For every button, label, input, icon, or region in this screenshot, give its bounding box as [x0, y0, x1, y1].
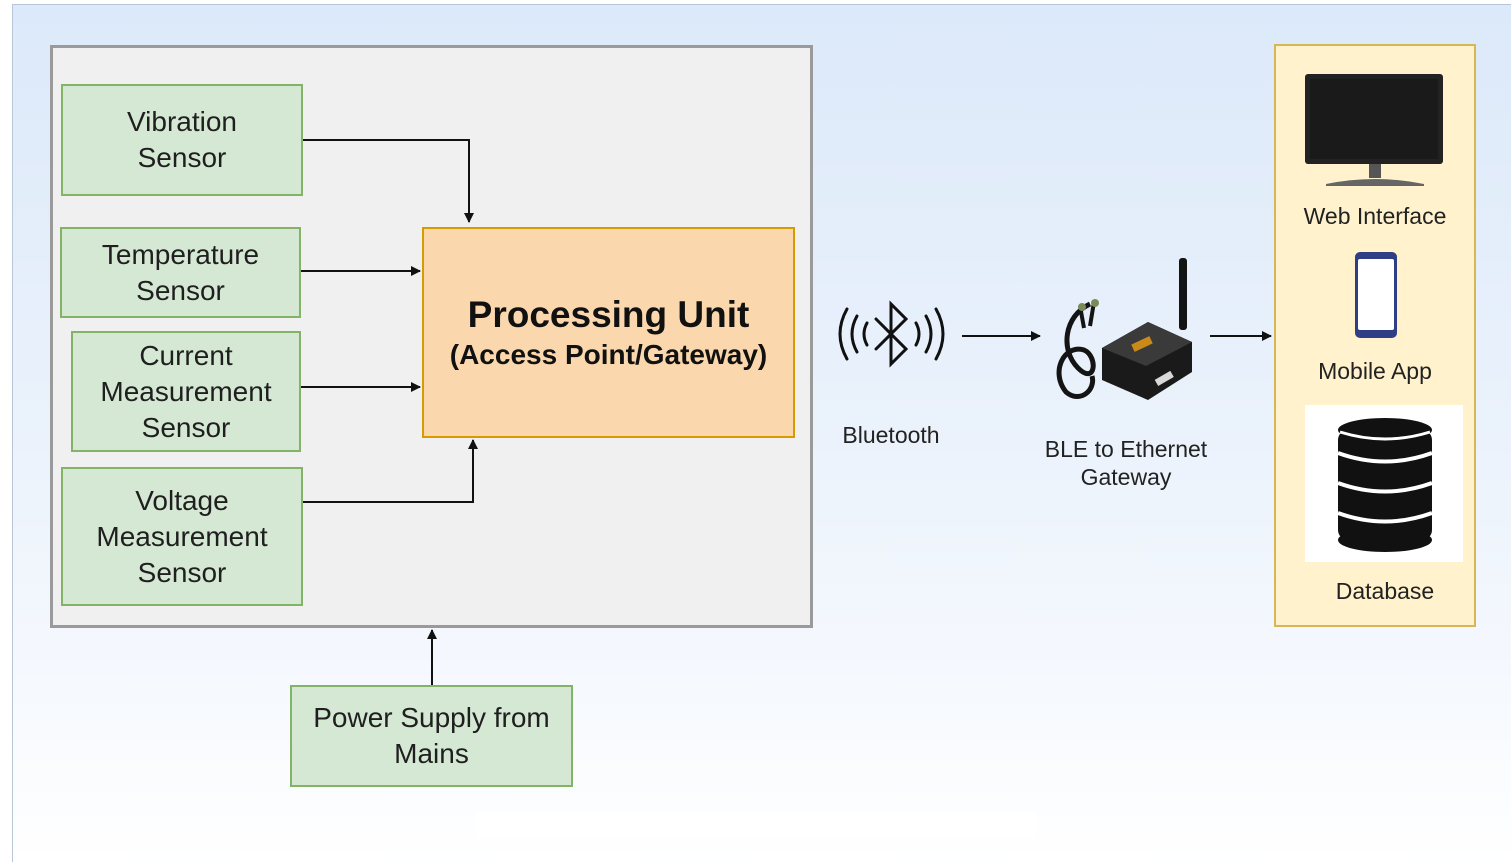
voltage-sensor-box: Voltage Measurement Sensor — [61, 467, 303, 606]
processing-unit-title: Processing Unit — [467, 293, 750, 335]
power-supply-label: Power Supply from Mains — [313, 702, 550, 769]
bluetooth-label: Bluetooth — [842, 422, 940, 448]
monitor-icon — [1305, 74, 1443, 186]
mobile-app-label: Mobile App — [1318, 358, 1432, 384]
processing-unit-subtitle: (Access Point/Gateway) — [449, 338, 768, 370]
caption-strip — [475, 812, 1037, 838]
power-supply-box: Power Supply from Mains — [290, 685, 573, 787]
smartphone-icon — [1355, 252, 1397, 338]
gateway-label: BLE to Ethernet Gateway — [1044, 436, 1208, 490]
temperature-sensor-box: Temperature Sensor — [60, 227, 301, 318]
vibration-sensor-label: Vibration Sensor — [126, 106, 237, 173]
temperature-sensor-label: Temperature Sensor — [101, 238, 260, 306]
voltage-arrow — [303, 439, 478, 503]
processing-unit-box: Processing Unit (Access Point/Gateway) — [422, 227, 795, 438]
web-interface-label: Web Interface — [1303, 203, 1447, 229]
current-sensor-box: Current Measurement Sensor — [71, 331, 301, 452]
bluetooth-icon — [838, 300, 945, 368]
current-sensor-label: Current Measurement Sensor — [100, 339, 272, 443]
vibration-arrow — [303, 139, 474, 223]
ble-gateway-device-icon — [1056, 258, 1192, 400]
voltage-sensor-label: Voltage Measurement Sensor — [96, 484, 268, 588]
database-label: Database — [1335, 578, 1435, 604]
vibration-sensor-box: Vibration Sensor — [61, 84, 303, 196]
database-icon — [1305, 405, 1463, 562]
